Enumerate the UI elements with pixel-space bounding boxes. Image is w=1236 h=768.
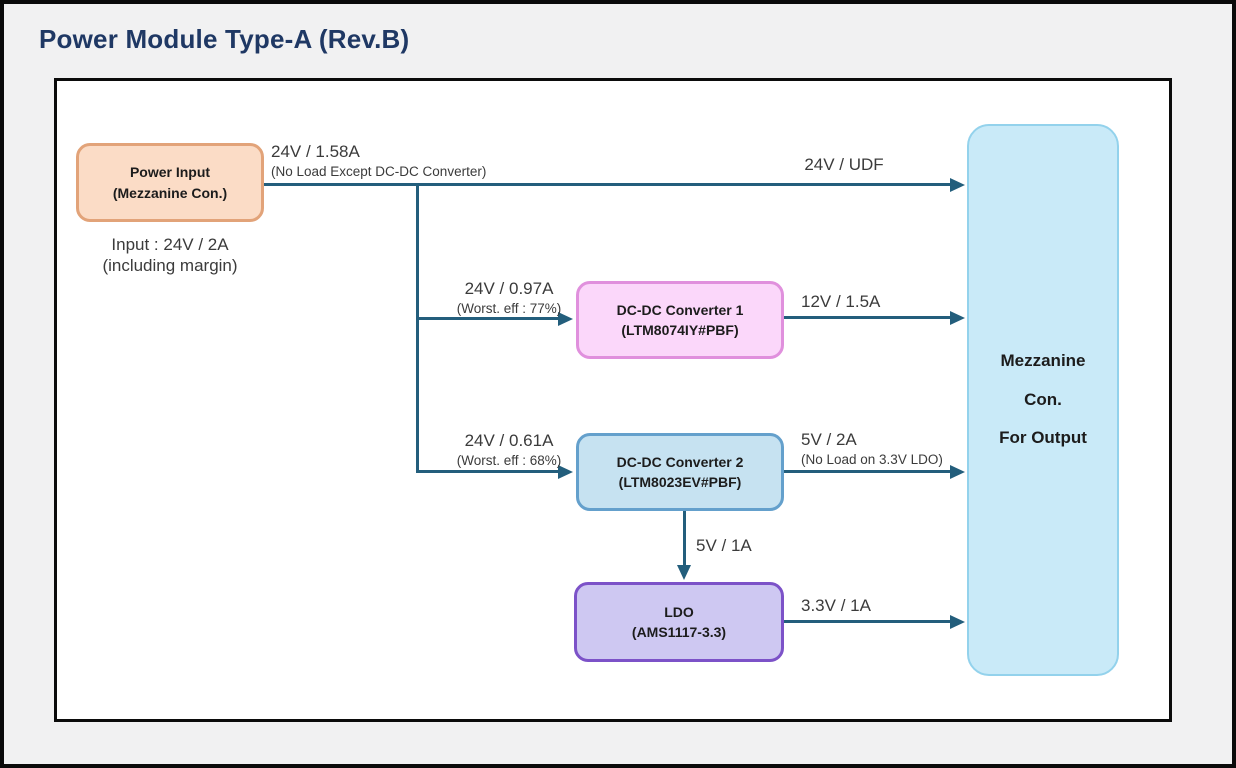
input-rating-text: Input : 24V / 2A — [111, 235, 229, 254]
edge-dcdc2-to-output-line — [784, 470, 952, 473]
node-dcdc1-part-number: (LTM8074IY#PBF) — [621, 322, 739, 338]
edge-to-dcdc1-line — [416, 317, 558, 320]
arrowhead-dcdc2-to-ldo — [677, 565, 691, 580]
label-ldo-output: 3.3V / 1A — [801, 596, 871, 615]
label-dcdc2-output-value: 5V / 2A — [801, 430, 857, 449]
node-ldo-part-number: (AMS1117-3.3) — [631, 624, 727, 640]
node-dcdc2-title: DC-DC Converter 2 — [616, 453, 744, 470]
label-input-bus-note: (No Load Except DC-DC Converter) — [271, 164, 487, 180]
node-dcdc-converter-1: DC-DC Converter 1 (LTM8074IY#PBF) — [576, 281, 784, 359]
node-mezzanine-line2: Con. — [1024, 389, 1062, 409]
arrowhead-to-dcdc1 — [558, 311, 573, 326]
node-mezzanine-line3: For Output — [999, 428, 1087, 448]
input-margin-text: (including margin) — [102, 256, 238, 276]
node-mezzanine-output: Mezzanine Con. For Output — [967, 124, 1119, 676]
label-to-dcdc2-note: (Worst. eff : 68%) — [456, 453, 562, 469]
edge-ldo-to-output-line — [784, 620, 952, 623]
edge-dcdc2-to-ldo-line — [682, 511, 686, 567]
node-dcdc-converter-2: DC-DC Converter 2 (LTM8023EV#PBF) — [576, 433, 784, 511]
arrowhead-input-to-output — [950, 177, 965, 192]
label-to-dcdc1-value: 24V / 0.97A — [464, 279, 554, 298]
edge-input-to-output-line — [264, 183, 952, 186]
label-dcdc2-to-ldo: 5V / 1A — [696, 536, 752, 555]
label-input-bus-value: 24V / 1.58A — [271, 142, 360, 161]
label-to-dcdc1-note: (Worst. eff : 77%) — [456, 301, 562, 317]
label-to-dcdc2-value: 24V / 0.61A — [464, 431, 554, 450]
node-power-input-subtitle: (Mezzanine Con.) — [112, 184, 228, 201]
node-power-input-title: Power Input — [129, 164, 211, 181]
page-title: Power Module Type-A (Rev.B) — [39, 24, 410, 54]
node-ldo-title: LDO — [664, 603, 694, 620]
input-rating-caption: Input : 24V / 2A (including margin) — [60, 234, 280, 277]
node-power-input: Power Input (Mezzanine Con.) — [76, 143, 264, 222]
label-dcdc2-output-note: (No Load on 3.3V LDO) — [801, 452, 943, 468]
node-ldo: LDO (AMS1117-3.3) — [574, 582, 784, 662]
label-24v-udf: 24V / UDF — [804, 155, 884, 174]
label-input-bus: 24V / 1.58A (No Load Except DC-DC Conver… — [271, 142, 486, 181]
arrowhead-ldo-to-output — [950, 614, 965, 629]
label-to-dcdc1: 24V / 0.97A (Worst. eff : 77%) — [424, 279, 594, 318]
edge-dcdc1-to-output-line — [784, 316, 952, 319]
node-dcdc1-title: DC-DC Converter 1 — [616, 301, 744, 318]
arrowhead-to-dcdc2 — [558, 464, 573, 479]
arrowhead-dcdc2-to-output — [950, 464, 965, 479]
node-dcdc2-part-number: (LTM8023EV#PBF) — [618, 474, 742, 490]
label-to-dcdc2: 24V / 0.61A (Worst. eff : 68%) — [424, 431, 594, 470]
node-mezzanine-line1: Mezzanine — [1000, 351, 1086, 371]
edge-to-dcdc2-line — [416, 470, 558, 473]
label-dcdc2-output: 5V / 2A (No Load on 3.3V LDO) — [801, 430, 943, 469]
label-dcdc1-output: 12V / 1.5A — [801, 292, 881, 311]
arrowhead-dcdc1-to-output — [950, 310, 965, 325]
edge-branch-trunk-line — [416, 183, 419, 473]
